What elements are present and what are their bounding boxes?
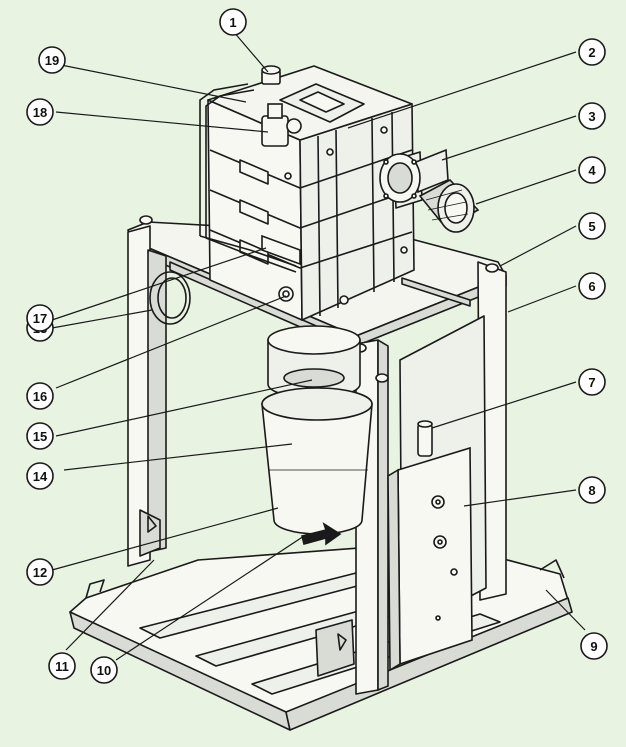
callout-12: 12 [26,558,54,586]
callout-16: 16 [26,382,54,410]
callout-8: 8 [578,476,606,504]
callout-7: 7 [578,368,606,396]
callout-label: 15 [33,429,47,444]
callout-1: 1 [219,8,247,36]
callout-11: 11 [48,652,76,680]
oil-valve [261,103,302,147]
callout-19: 19 [38,46,66,74]
cooling-pipe [199,83,297,273]
callout-circle [26,422,54,450]
callout-label: 1 [229,15,236,30]
callout-label: 17 [33,311,47,326]
callout-label: 10 [97,663,111,678]
callout-label: 18 [33,105,47,120]
inlet-flange [379,148,449,203]
inlet-screen [418,179,480,233]
callout-3: 3 [578,102,606,130]
callout-circle [578,212,606,240]
leader-lines [51,30,586,661]
callout-label: 5 [588,219,595,234]
callout-circle [578,476,606,504]
callout-label: 9 [590,639,597,654]
callout-circle [48,652,76,680]
callout-label: 6 [588,279,595,294]
callout-circle [26,558,54,586]
callout-label: 14 [33,469,48,484]
callout-9: 9 [580,632,608,660]
callout-2: 2 [578,38,606,66]
callout-circle [580,632,608,660]
callout-circle [219,8,247,36]
gauge [417,420,433,457]
callout-label: 8 [588,483,595,498]
callout-label: 16 [33,389,47,404]
callout-bubbles: 12345678910111213141516171819 [26,8,608,684]
callout-17: 17 [26,304,54,332]
callout-label: 3 [588,109,595,124]
callout-circle [90,656,118,684]
callout-circle [26,98,54,126]
callout-circle [578,156,606,184]
terminal-box [387,446,473,672]
callout-label: 7 [588,375,595,390]
callout-circle [26,462,54,490]
hose-loop [149,271,191,325]
callout-18: 18 [26,98,54,126]
callout-14: 14 [26,462,54,490]
callout-circle [578,102,606,130]
callout-circle [38,46,66,74]
callout-5: 5 [578,212,606,240]
fill-plug [261,65,281,85]
callout-label: 11 [55,659,69,674]
callout-circle [578,38,606,66]
callout-15: 15 [26,422,54,450]
callout-label: 19 [45,53,59,68]
callout-label: 4 [588,163,596,178]
callout-circle [578,368,606,396]
motor [261,325,373,546]
callout-label: 2 [588,45,595,60]
callout-circle [26,382,54,410]
callout-circle [578,272,606,300]
callout-4: 4 [578,156,606,184]
callout-circle [26,304,54,332]
callout-10: 10 [90,656,118,684]
callout-label: 12 [33,565,47,580]
callout-6: 6 [578,272,606,300]
